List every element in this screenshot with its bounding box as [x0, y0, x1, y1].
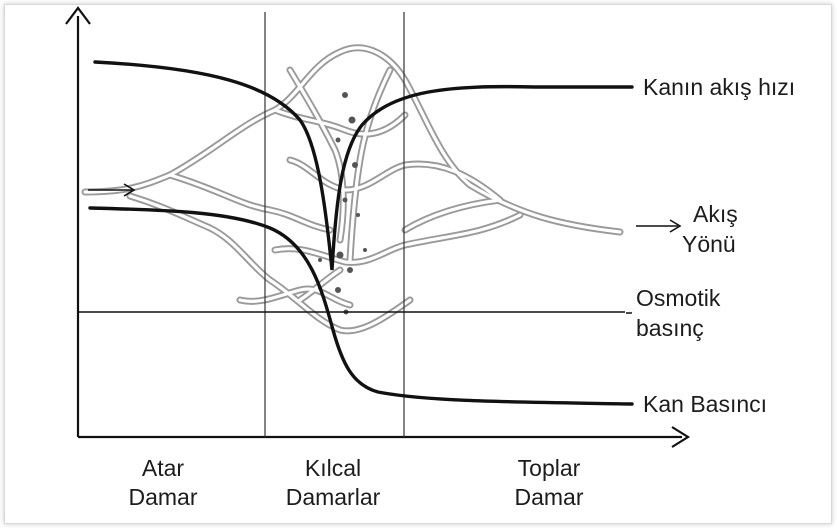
pressure-label: Kan Basıncı: [643, 391, 767, 417]
osmotic-pressure-label-line2: basınç: [636, 315, 704, 341]
vessel-network: [85, 48, 620, 331]
blood-velocity-curve: [95, 62, 632, 270]
blood-pressure-curve: [90, 208, 632, 404]
region-vein-line2: Damar: [514, 484, 583, 510]
region-capillary-line1: Kılcal: [305, 455, 361, 481]
region-capillary-line2: Damarlar: [286, 484, 381, 510]
flow-direction-label-line2: Yönü: [682, 231, 736, 257]
region-artery-line2: Damar: [128, 484, 197, 510]
velocity-label: Kanın akış hızı: [643, 74, 795, 100]
region-artery-line1: Atar: [142, 455, 185, 481]
flow-out-arrow: [636, 220, 680, 232]
flow-direction-label-line1: Akış: [693, 201, 738, 227]
region-vein-line1: Toplar: [518, 455, 581, 481]
osmotic-pressure-label-line1: Osmotik: [636, 285, 721, 311]
